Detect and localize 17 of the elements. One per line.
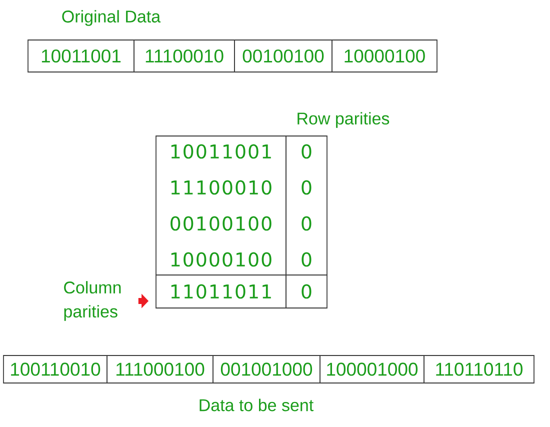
bit-cell: 11100010 bbox=[134, 40, 235, 72]
parity-cell: 0 bbox=[286, 274, 328, 308]
bit-grid: 10011001 11100010 00100100 10000100 bbox=[156, 136, 286, 276]
bit-cell: 100110010 bbox=[3, 355, 108, 384]
bit-cell: 110110110 bbox=[424, 355, 534, 384]
parity-column: 0 0 0 0 bbox=[286, 136, 328, 276]
bit-cell: 10011001 bbox=[28, 40, 134, 72]
bit-cell: 100001000 bbox=[320, 355, 424, 384]
bit-cell: 10000100 bbox=[332, 40, 438, 72]
side-label: Column parities bbox=[64, 281, 121, 321]
bit-cell: 111000100 bbox=[106, 355, 214, 384]
caption-text: Data to be sent bbox=[200, 398, 314, 412]
heading-text: Original Data bbox=[62, 10, 161, 26]
bit-cell: 001001000 bbox=[212, 355, 320, 384]
heading-text: Row parities bbox=[298, 112, 390, 128]
bit-cell: 11011011 bbox=[156, 274, 286, 308]
bit-cell: 00100100 bbox=[234, 40, 332, 72]
